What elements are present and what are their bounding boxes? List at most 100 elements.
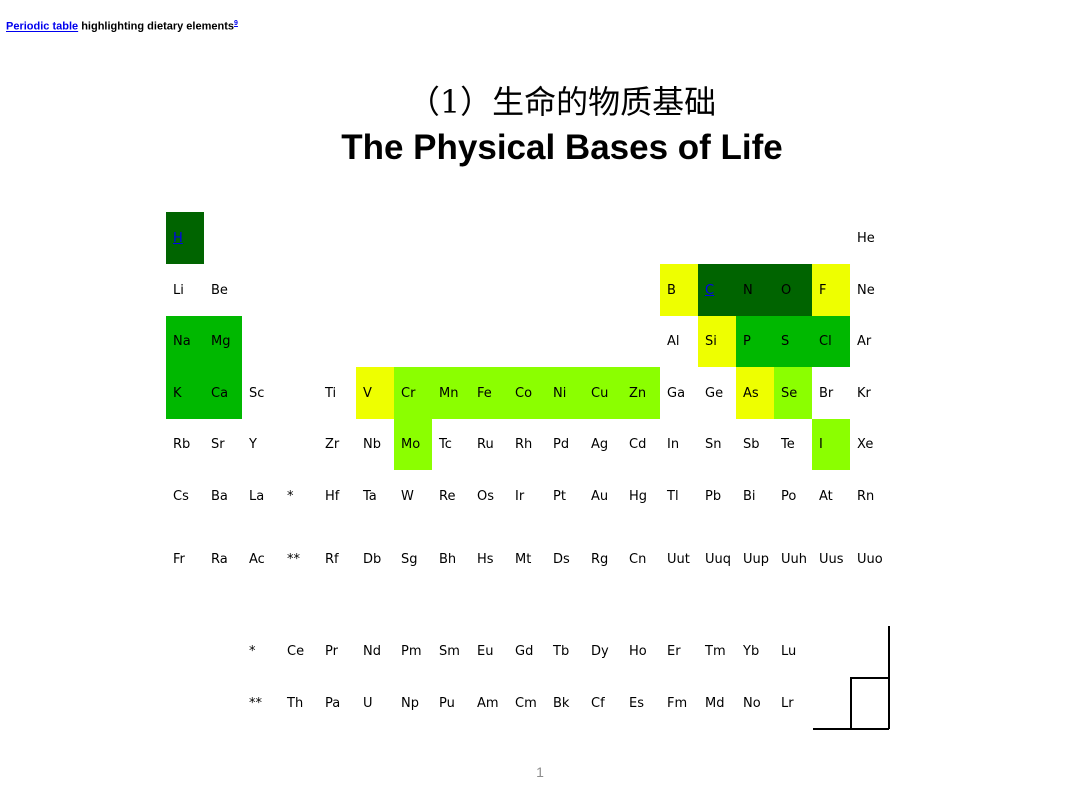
element-ag: Ag	[591, 437, 609, 452]
element-ta: Ta	[363, 488, 377, 504]
element-i: I	[812, 419, 850, 470]
element-te: Te	[781, 437, 795, 452]
element-cr: Cr	[394, 367, 432, 419]
element-mt: Mt	[515, 552, 532, 567]
element-tl: Tl	[667, 488, 679, 504]
element-rf: Rf	[325, 552, 339, 567]
f-element-tm: Tm	[705, 644, 726, 659]
element-rb: Rb	[173, 437, 191, 452]
element-la: La	[249, 488, 265, 504]
element-hf: Hf	[325, 488, 340, 504]
element-na: Na	[166, 316, 204, 367]
element-sn: Sn	[705, 437, 722, 452]
element-n: N	[736, 264, 774, 316]
f-element-bk: Bk	[553, 695, 570, 711]
element-ir: Ir	[515, 488, 525, 504]
element-ar: Ar	[857, 334, 872, 349]
f-element-u: U	[363, 695, 373, 711]
element-ru: Ru	[477, 437, 494, 452]
f-element-no: No	[743, 695, 761, 711]
caption: Periodic table highlighting dietary elem…	[6, 20, 238, 33]
element-as: As	[736, 367, 774, 419]
f-element-starstar: **	[249, 695, 262, 711]
element-os: Os	[477, 488, 495, 504]
f-element-lu: Lu	[781, 644, 797, 659]
element-sb: Sb	[743, 437, 760, 452]
element-link-h[interactable]: H	[173, 230, 183, 246]
element-rh: Rh	[515, 437, 533, 452]
element-bh: Bh	[439, 552, 457, 567]
element-link-c[interactable]: C	[705, 282, 715, 298]
element-rg: Rg	[591, 552, 609, 567]
element-al: Al	[667, 334, 680, 349]
element-ra: Ra	[211, 552, 228, 567]
element-c[interactable]: C	[698, 264, 736, 316]
element-zn: Zn	[622, 367, 660, 419]
f-element-tb: Tb	[553, 644, 570, 659]
f-element-ho: Ho	[629, 644, 647, 659]
element-co: Co	[508, 367, 546, 419]
f-element-er: Er	[667, 644, 681, 659]
element-uuh: Uuh	[781, 552, 807, 567]
element-ca: Ca	[204, 367, 242, 419]
element-zr: Zr	[325, 437, 340, 452]
element-ne: Ne	[857, 282, 875, 298]
element-uuq: Uuq	[705, 552, 732, 567]
element-mo: Mo	[394, 419, 432, 470]
element-sc: Sc	[249, 385, 265, 401]
element-b: B	[660, 264, 698, 316]
element-db: Db	[363, 552, 382, 567]
element-pb: Pb	[705, 488, 722, 504]
element-re: Re	[439, 488, 456, 504]
element-o: O	[774, 264, 812, 316]
element-h[interactable]: H	[166, 212, 204, 264]
element-cl: Cl	[812, 316, 850, 367]
element-ds: Ds	[553, 552, 570, 567]
element-tc: Tc	[439, 437, 452, 452]
element-ni: Ni	[546, 367, 584, 419]
page-title-chinese: （1）生命的物质基础	[407, 83, 717, 121]
element-at: At	[819, 488, 833, 504]
element-he: He	[857, 230, 875, 246]
element-fe: Fe	[470, 367, 508, 419]
f-element-md: Md	[705, 695, 725, 711]
element-pd: Pd	[553, 437, 570, 452]
f-element-dy: Dy	[591, 644, 609, 659]
element-k: K	[166, 367, 204, 419]
element-p: P	[736, 316, 774, 367]
element-sg: Sg	[401, 552, 418, 567]
element-v: V	[356, 367, 394, 419]
f-element-cm: Cm	[515, 695, 537, 711]
element-si: Si	[698, 316, 736, 367]
element-ba: Ba	[211, 488, 228, 504]
element-star: *	[287, 488, 294, 504]
element-kr: Kr	[857, 385, 871, 401]
periodic-table-link[interactable]: Periodic table	[6, 20, 79, 33]
element-in: In	[667, 437, 680, 452]
element-nb: Nb	[363, 437, 381, 452]
element-mg: Mg	[204, 316, 242, 367]
bracket-inner-vertical	[850, 677, 852, 729]
element-sr: Sr	[211, 437, 225, 452]
f-element-eu: Eu	[477, 644, 494, 659]
element-cn: Cn	[629, 552, 647, 567]
f-element-pr: Pr	[325, 644, 338, 659]
element-cs: Cs	[173, 488, 189, 504]
element-starstar: **	[287, 552, 300, 567]
element-po: Po	[781, 488, 797, 504]
element-ge: Ge	[705, 385, 724, 401]
element-cd: Cd	[629, 437, 647, 452]
footnote-link[interactable]: 9	[234, 20, 238, 27]
element-mn: Mn	[432, 367, 470, 419]
f-element-cf: Cf	[591, 695, 605, 711]
f-element-np: Np	[401, 695, 419, 711]
f-element-star: *	[249, 644, 256, 659]
f-element-th: Th	[287, 695, 304, 711]
f-element-pa: Pa	[325, 695, 341, 711]
f-element-pu: Pu	[439, 695, 455, 711]
element-ga: Ga	[667, 385, 686, 401]
f-element-lr: Lr	[781, 695, 794, 711]
element-uup: Uup	[743, 552, 770, 567]
